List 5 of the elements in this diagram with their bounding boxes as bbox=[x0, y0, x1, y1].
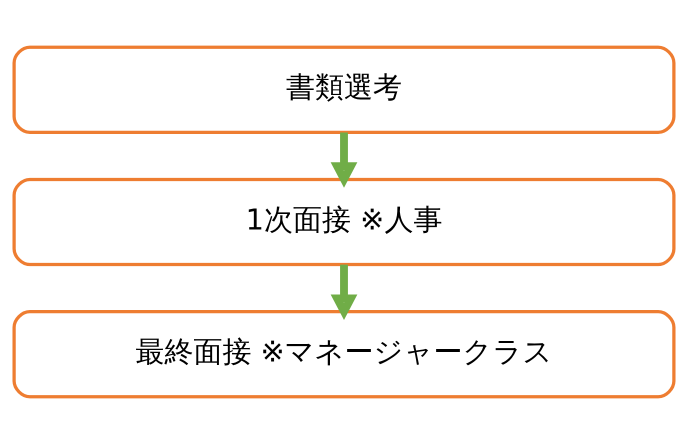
node-box: 最終面接 ※マネージャークラス bbox=[12, 310, 676, 398]
node-box: 書類選考 bbox=[12, 45, 676, 134]
arrow bbox=[330, 132, 358, 188]
node-box: 1次面接 ※人事 bbox=[12, 177, 676, 266]
arrow bbox=[330, 264, 358, 320]
